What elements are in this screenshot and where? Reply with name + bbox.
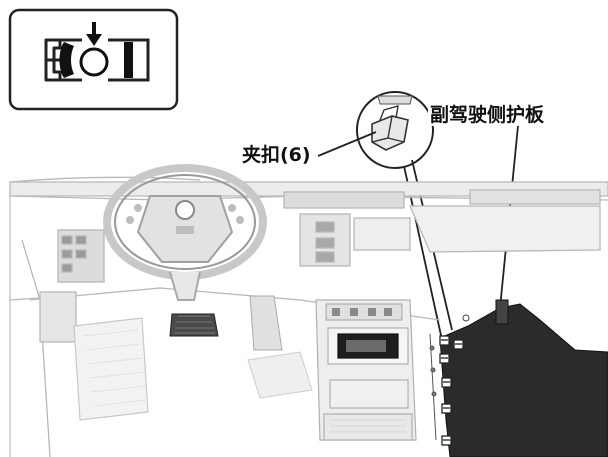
clip-release-push-icon bbox=[8, 8, 179, 111]
clip-closeup-icon bbox=[356, 91, 434, 169]
console-edge-details bbox=[429, 314, 470, 441]
clip-marker bbox=[439, 353, 450, 364]
panel-edge bbox=[495, 299, 509, 325]
clip-marker bbox=[441, 435, 452, 446]
clip-markers bbox=[439, 335, 464, 446]
clip-leader-line bbox=[317, 131, 377, 157]
pedals-and-mats bbox=[73, 295, 313, 421]
clip-marker bbox=[439, 335, 450, 346]
steering-wheel bbox=[103, 164, 267, 301]
dashboard bbox=[9, 176, 608, 457]
clip-label: 夹扣(6) bbox=[240, 144, 313, 166]
passenger-side-panel bbox=[439, 303, 608, 457]
clip-marker bbox=[453, 339, 464, 350]
clip-marker bbox=[441, 377, 452, 388]
center-console bbox=[315, 299, 417, 441]
clip-marker bbox=[441, 403, 452, 414]
side-panel-label: 副驾驶侧护板 bbox=[428, 104, 547, 126]
